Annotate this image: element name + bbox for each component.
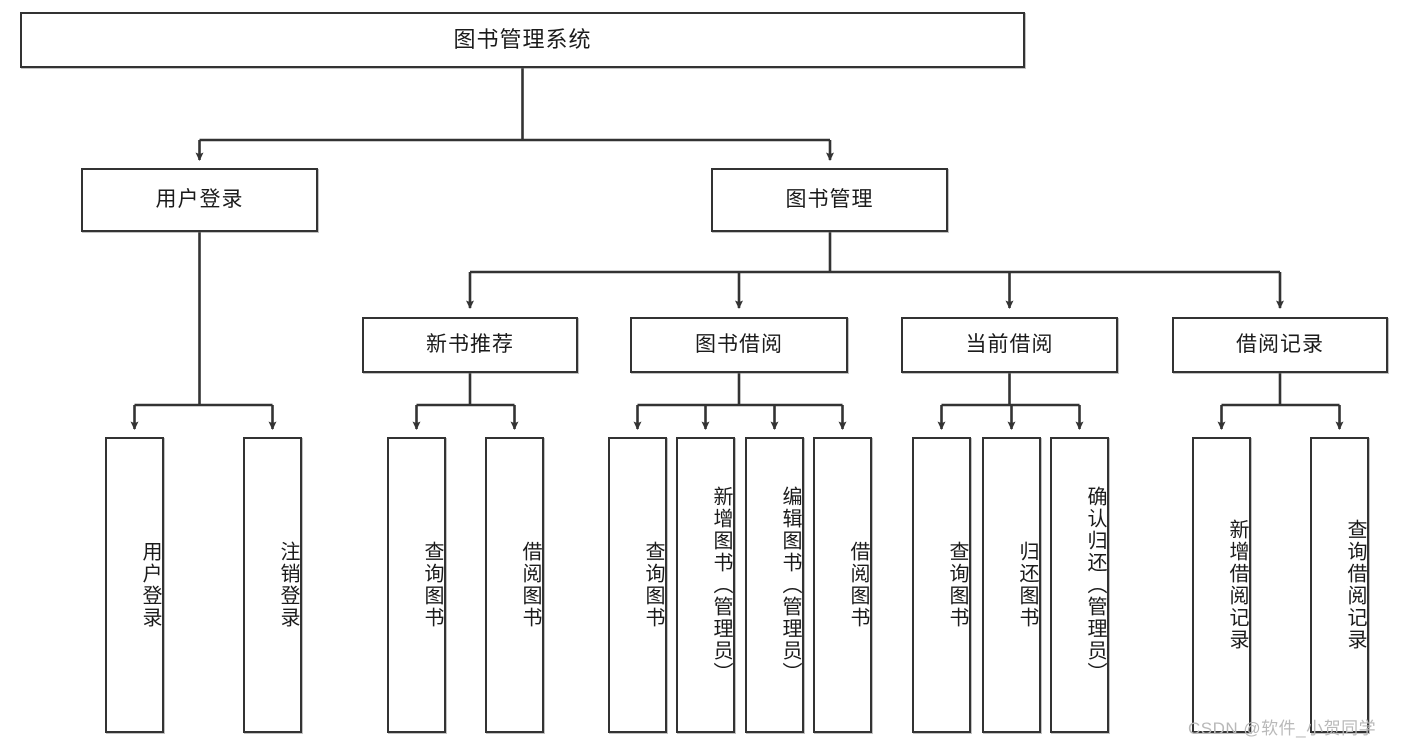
leaf-query-book-current[interactable]: 查询图书: [912, 437, 971, 733]
leaf-edit-book-admin[interactable]: 编辑图书（管理员）: [745, 437, 804, 733]
leaf-return-book[interactable]: 归还图书: [982, 437, 1041, 733]
leaf-borrow-book-new[interactable]: 借阅图书: [485, 437, 544, 733]
leaf-user-login[interactable]: 用户登录: [105, 437, 164, 733]
node-root-system[interactable]: 图书管理系统: [20, 12, 1025, 68]
node-new-book-recommend[interactable]: 新书推荐: [362, 317, 578, 373]
node-book-borrow[interactable]: 图书借阅: [630, 317, 848, 373]
node-book-manage[interactable]: 图书管理: [711, 168, 948, 232]
node-current-borrow[interactable]: 当前借阅: [901, 317, 1118, 373]
leaf-borrow-book[interactable]: 借阅图书: [813, 437, 872, 733]
leaf-confirm-return[interactable]: 确认归还（管理员）: [1050, 437, 1109, 733]
node-borrow-record[interactable]: 借阅记录: [1172, 317, 1388, 373]
leaf-query-book-new[interactable]: 查询图书: [387, 437, 446, 733]
csdn-watermark: CSDN @软件_小贺同学: [1188, 719, 1377, 738]
leaf-query-borrow-record[interactable]: 查询借阅记录: [1310, 437, 1369, 733]
leaf-query-book-borrow[interactable]: 查询图书: [608, 437, 667, 733]
leaf-add-book-admin[interactable]: 新增图书（管理员）: [676, 437, 735, 733]
leaf-logout-login[interactable]: 注销登录: [243, 437, 302, 733]
node-user-login[interactable]: 用户登录: [81, 168, 318, 232]
leaf-add-borrow-record[interactable]: 新增借阅记录: [1192, 437, 1251, 733]
